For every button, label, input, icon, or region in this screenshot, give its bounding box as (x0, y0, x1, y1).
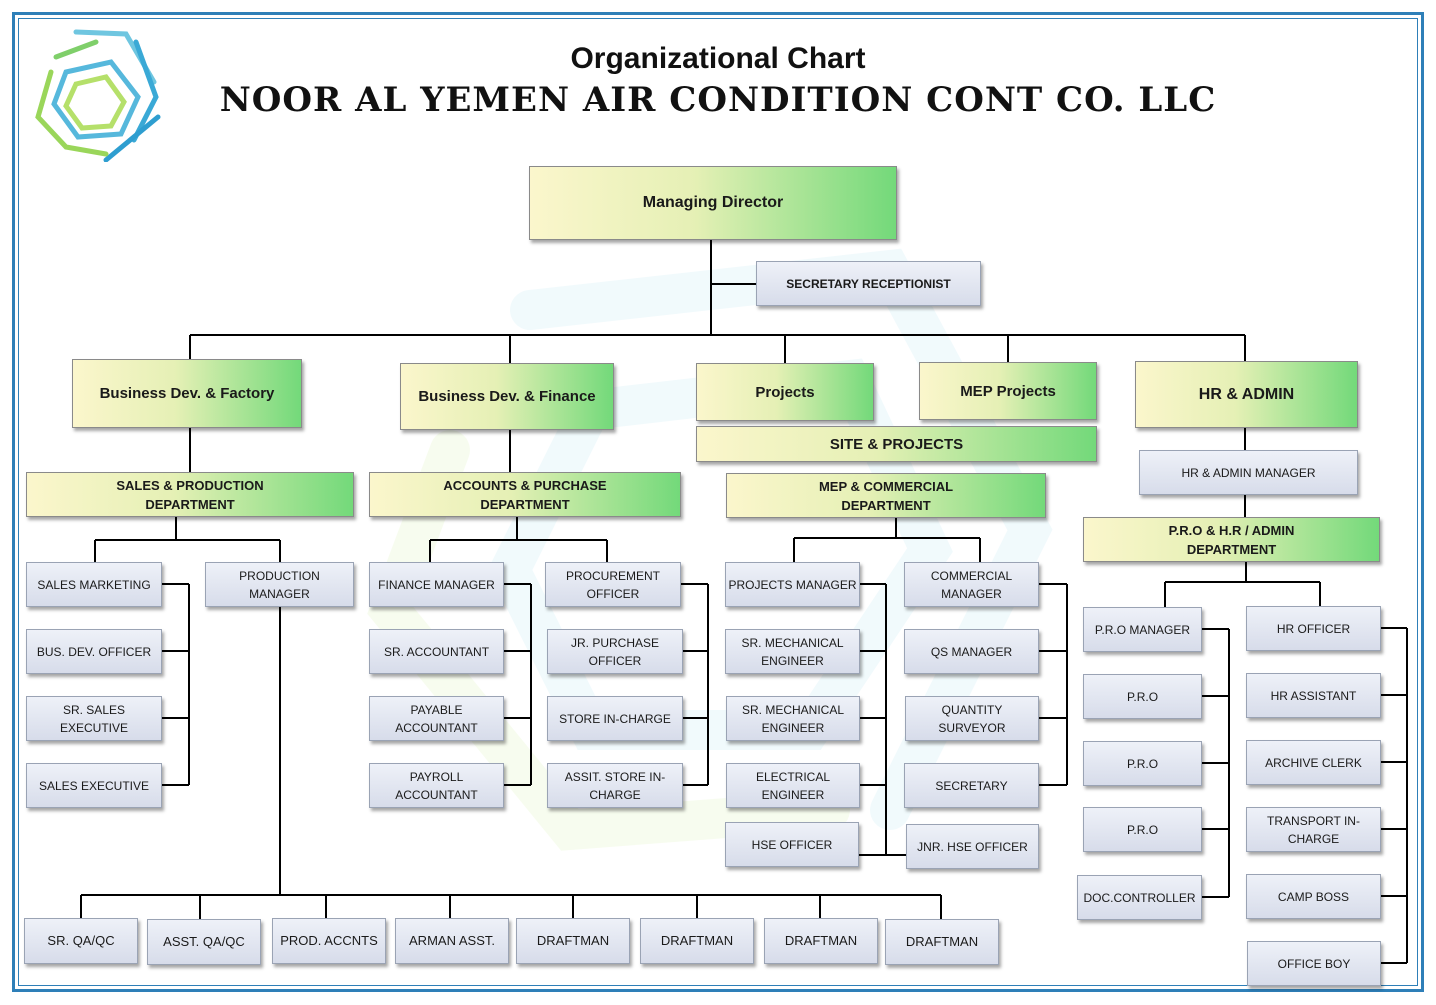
position-jnr-hse-officer[interactable]: JNR. HSE OFFICER (906, 824, 1039, 869)
position-sales-executive[interactable]: SALES EXECUTIVE (26, 763, 162, 808)
division-projects[interactable]: Projects (696, 363, 874, 421)
division-business-dev-finance[interactable]: Business Dev. & Finance (400, 363, 614, 430)
position-pro-3[interactable]: P.R.O (1083, 807, 1202, 852)
position-commercial-manager[interactable]: COMMERCIAL MANAGER (904, 562, 1039, 607)
position-sr-mechanical-engineer-1[interactable]: SR. MECHANICAL ENGINEER (725, 629, 860, 674)
dept-pro-hr-admin[interactable]: P.R.O & H.R / ADMIN DEPARTMENT (1083, 517, 1380, 562)
position-store-in-charge[interactable]: STORE IN-CHARGE (547, 696, 683, 741)
position-office-boy[interactable]: OFFICE BOY (1247, 941, 1381, 986)
page-frame-inner (18, 18, 1418, 986)
page-frame (12, 12, 1424, 992)
hexagon-logo-icon (35, 29, 161, 162)
position-camp-boss[interactable]: CAMP BOSS (1246, 874, 1381, 919)
position-payroll-accountant[interactable]: PAYROLL ACCOUNTANT (369, 763, 504, 808)
position-finance-manager[interactable]: FINANCE MANAGER (369, 562, 504, 607)
dept-accounts-purchase[interactable]: ACCOUNTS & PURCHASE DEPARTMENT (369, 472, 681, 517)
position-sr-qa-qc[interactable]: SR. QA/QC (24, 918, 138, 964)
secretary-receptionist-box[interactable]: SECRETARY RECEPTIONIST (756, 261, 981, 306)
division-business-dev-factory[interactable]: Business Dev. & Factory (72, 359, 302, 428)
position-pro-1[interactable]: P.R.O (1083, 674, 1202, 719)
position-assit-store-in-charge[interactable]: ASSIT. STORE IN- CHARGE (547, 763, 683, 808)
position-projects-manager[interactable]: PROJECTS MANAGER (725, 562, 860, 607)
position-draftman-1[interactable]: DRAFTMAN (516, 918, 630, 964)
managing-director-box[interactable]: Managing Director (529, 166, 897, 240)
position-arman-asst[interactable]: ARMAN ASST. (395, 918, 509, 964)
position-sr-mechanical-engineer-2[interactable]: SR. MECHANICAL ENGINEER (726, 696, 860, 741)
position-quantity-surveyor[interactable]: QUANTITY SURVEYOR (905, 696, 1039, 741)
position-bus-dev-officer[interactable]: BUS. DEV. OFFICER (26, 629, 162, 674)
chart-title: Organizational Chart (570, 42, 866, 75)
dept-sales-production[interactable]: SALES & PRODUCTION DEPARTMENT (26, 472, 354, 517)
position-hr-officer[interactable]: HR OFFICER (1246, 606, 1381, 651)
dept-mep-commercial[interactable]: MEP & COMMERCIAL DEPARTMENT (726, 473, 1046, 518)
position-hr-assistant[interactable]: HR ASSISTANT (1246, 673, 1381, 718)
position-prod-accnts[interactable]: PROD. ACCNTS (272, 918, 386, 964)
position-draftman-3[interactable]: DRAFTMAN (764, 918, 878, 964)
position-production-manager[interactable]: PRODUCTION MANAGER (205, 562, 354, 607)
position-pro-2[interactable]: P.R.O (1083, 741, 1202, 786)
position-asst-qa-qc[interactable]: ASST. QA/QC (147, 919, 261, 965)
site-projects-box[interactable]: SITE & PROJECTS (696, 426, 1097, 462)
position-jr-purchase-officer[interactable]: JR. PURCHASE OFFICER (547, 629, 683, 674)
division-hr-admin[interactable]: HR & ADMIN (1135, 361, 1358, 428)
position-archive-clerk[interactable]: ARCHIVE CLERK (1246, 740, 1381, 785)
position-draftman-4[interactable]: DRAFTMAN (885, 919, 999, 965)
position-procurement-officer[interactable]: PROCUREMENT OFFICER (545, 562, 681, 607)
position-doc-controller[interactable]: DOC.CONTROLLER (1077, 875, 1202, 920)
position-transport-in-charge[interactable]: TRANSPORT IN- CHARGE (1246, 807, 1381, 852)
position-sales-marketing[interactable]: SALES MARKETING (26, 562, 162, 607)
position-secretary[interactable]: SECRETARY (904, 763, 1039, 808)
company-name: NOOR AL YEMEN AIR CONDITION CONT CO. LLC (219, 80, 1217, 120)
position-sr-sales-executive[interactable]: SR. SALES EXECUTIVE (26, 696, 162, 741)
division-mep-projects[interactable]: MEP Projects (919, 362, 1097, 420)
position-payable-accountant[interactable]: PAYABLE ACCOUNTANT (369, 696, 504, 741)
position-pro-manager[interactable]: P.R.O MANAGER (1083, 607, 1202, 652)
position-sr-accountant[interactable]: SR. ACCOUNTANT (369, 629, 504, 674)
position-qs-manager[interactable]: QS MANAGER (904, 629, 1039, 674)
position-hse-officer[interactable]: HSE OFFICER (725, 822, 859, 867)
position-electrical-engineer[interactable]: ELECTRICAL ENGINEER (726, 763, 860, 808)
hr-admin-manager-box[interactable]: HR & ADMIN MANAGER (1139, 450, 1358, 495)
position-draftman-2[interactable]: DRAFTMAN (640, 918, 754, 964)
